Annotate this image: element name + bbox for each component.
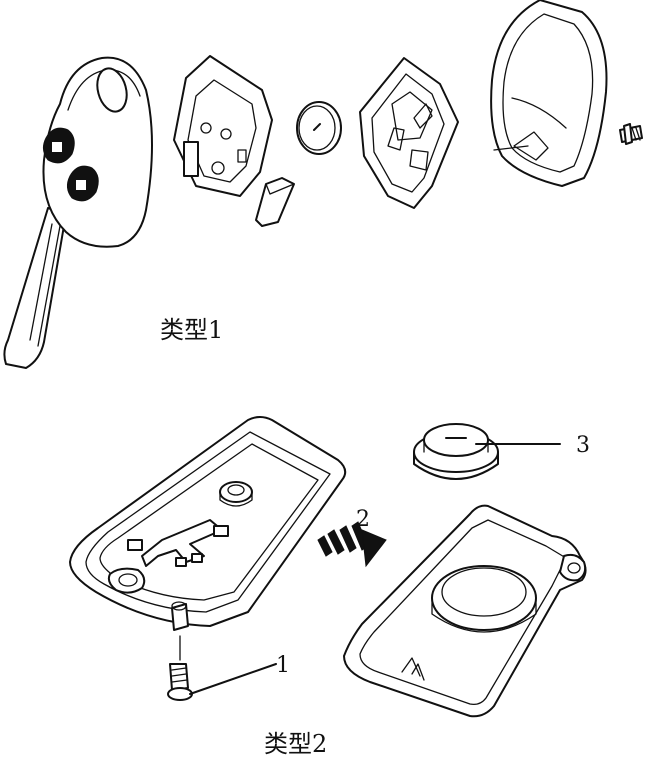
callout-2: 2 <box>356 507 370 532</box>
coin-battery-icon <box>413 423 561 480</box>
type1-caption: 类型1 <box>160 316 224 344</box>
remote-key-with-blade-icon <box>3 56 153 369</box>
separation-arrow-icon <box>317 521 387 568</box>
rear-case-icon <box>490 0 608 187</box>
type2-caption: 类型2 <box>264 730 328 758</box>
screw-icon <box>167 663 277 701</box>
housing-lower-icon <box>69 416 347 661</box>
case-screw-icon <box>619 123 643 145</box>
inner-housing-icon <box>359 57 459 209</box>
circuit-board-icon <box>173 55 273 197</box>
callout-3: 3 <box>576 433 590 458</box>
callout-1: 1 <box>276 653 290 678</box>
battery-cell-icon <box>296 101 342 155</box>
rubber-button-pad-icon <box>255 177 295 227</box>
housing-upper-icon <box>343 504 587 718</box>
